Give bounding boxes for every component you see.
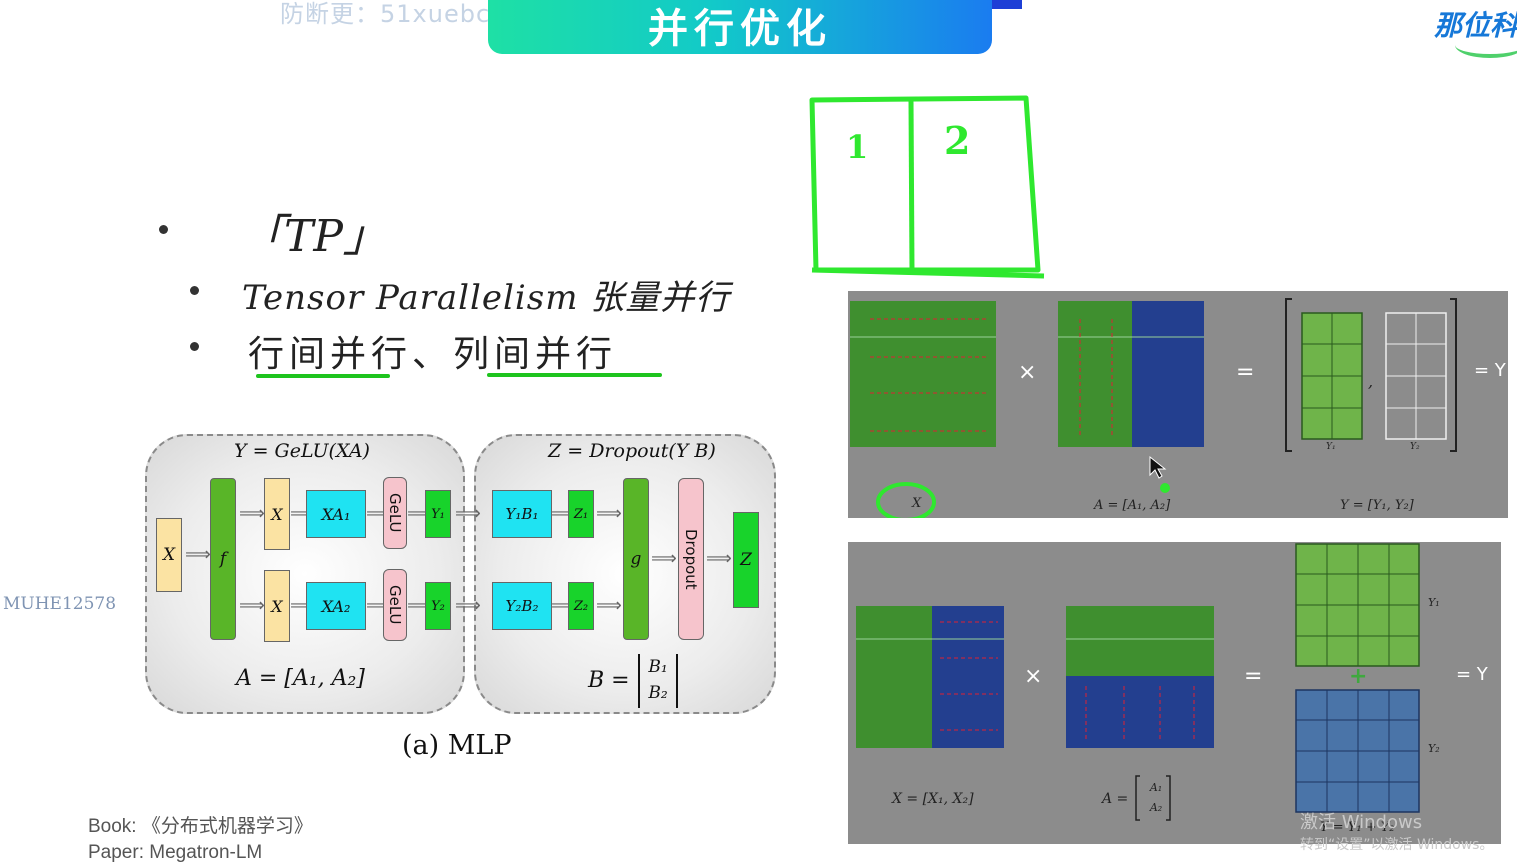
y1-block: Y₁ bbox=[425, 490, 451, 538]
y2-label: Y₂ bbox=[1428, 742, 1440, 755]
comma-text: , bbox=[1368, 372, 1374, 391]
col-parallel-text: 列间并行 bbox=[453, 334, 618, 375]
caption-y-split: Y = [Y₁, Y₂] bbox=[1340, 498, 1414, 513]
arrow-icon: ⟹ bbox=[651, 548, 677, 569]
output-z-block: Z bbox=[733, 512, 759, 608]
hand-sketch bbox=[809, 95, 1045, 279]
caption-y-sum: Y = Y₁ + Y₂ bbox=[1320, 820, 1395, 835]
sketch-label-1: 1 bbox=[846, 128, 869, 166]
arrow-icon: ⟹ bbox=[185, 544, 211, 565]
windows-activation-watermark: 激活 Windows 转到“设置”以激活 Windows。 bbox=[1300, 812, 1493, 856]
a1-entry: A₁ bbox=[1149, 781, 1163, 794]
x-block-top: X bbox=[264, 478, 290, 550]
equals-y-text: = Y bbox=[1474, 360, 1506, 381]
arrow-icon: ⟹ bbox=[596, 503, 622, 524]
arrow-icon: ⟹ bbox=[239, 595, 265, 616]
paper-reference: Paper: Megatron-LM bbox=[88, 842, 263, 863]
z2-block: Z₂ bbox=[568, 582, 594, 630]
equals-icon: = bbox=[1244, 664, 1263, 689]
bullet-tensor-parallelism: Tensor Parallelism 张量并行 bbox=[242, 278, 731, 318]
bullet-dot bbox=[190, 286, 199, 295]
sketch-label-2: 2 bbox=[944, 118, 971, 163]
bullet-dot bbox=[190, 342, 199, 351]
banner-accent bbox=[992, 0, 1022, 9]
times-icon: × bbox=[1024, 664, 1043, 689]
slide-title-banner: 并行优化 bbox=[488, 0, 992, 54]
times-icon: × bbox=[1018, 360, 1037, 385]
caption-a-split: A = [A₁, A₂] bbox=[1094, 498, 1171, 513]
y2b2-block: Y₂B₂ bbox=[492, 582, 552, 630]
arrow-icon: ⟹ bbox=[706, 548, 732, 569]
reference-text: Book: 《分布式机器学习》 Paper: Megatron-LM bbox=[88, 814, 313, 866]
gelu-block-bottom: GeLU bbox=[383, 569, 407, 641]
column-parallel-matrices bbox=[850, 298, 1457, 518]
formula-dropout: Z = Dropout(Y B) bbox=[548, 440, 716, 462]
y1-label: Y₁ bbox=[1326, 442, 1336, 452]
bullet-tp: 「TP」 bbox=[240, 211, 387, 262]
gelu-block-top: GeLU bbox=[383, 477, 407, 549]
windows-watermark-line2: 转到“设置”以激活 Windows。 bbox=[1300, 837, 1494, 853]
bullet-dot bbox=[159, 225, 168, 234]
y1b1-block: Y₁B₁ bbox=[492, 490, 552, 538]
mlp-caption: (a) MLP bbox=[402, 730, 512, 761]
col-parallel-underline bbox=[487, 373, 662, 377]
b2-entry: B₂ bbox=[648, 683, 668, 703]
formula-b-matrix: B₁ B₂ bbox=[638, 654, 678, 708]
arrow-icon: ⟹ bbox=[455, 595, 481, 616]
equals-y-text: = Y bbox=[1456, 664, 1488, 685]
arrow-icon: ⟹ bbox=[239, 503, 265, 524]
formula-a-split: A = [A₁, A₂] bbox=[236, 666, 365, 691]
logo-swoosh bbox=[1455, 32, 1517, 58]
row-parallel-text: 行间并行、 bbox=[248, 334, 454, 375]
xa1-block: XA₁ bbox=[306, 490, 366, 538]
xa2-block: XA₂ bbox=[306, 582, 366, 630]
windows-watermark-line1: 激活 Windows bbox=[1300, 812, 1423, 833]
slide-title: 并行优化 bbox=[648, 6, 832, 52]
x-block-bottom: X bbox=[264, 570, 290, 642]
book-reference: Book: 《分布式机器学习》 bbox=[88, 816, 313, 837]
dropout-block: Dropout bbox=[678, 478, 704, 640]
bullet-row-col-parallel: 行间并行、列间并行 bbox=[248, 325, 617, 377]
g-operator-block: g bbox=[623, 478, 649, 640]
arrow-icon: ⟹ bbox=[455, 503, 481, 524]
y1-label: Y₁ bbox=[1428, 596, 1440, 609]
formula-gelu: Y = GeLU(XA) bbox=[234, 440, 370, 462]
z1-block: Z₁ bbox=[568, 490, 594, 538]
formula-b-label: B = bbox=[588, 668, 630, 693]
caption-a-label: A = bbox=[1102, 791, 1129, 807]
row-parallel-matrices bbox=[856, 543, 1420, 821]
plus-icon: + bbox=[1349, 664, 1368, 689]
caption-x: X bbox=[912, 496, 922, 511]
y2-label: Y₂ bbox=[1410, 442, 1420, 452]
arrow-icon: ⟹ bbox=[596, 595, 622, 616]
y2-block: Y₂ bbox=[425, 582, 451, 630]
equals-icon: = bbox=[1236, 360, 1255, 385]
input-x-block: X bbox=[156, 518, 182, 592]
f-operator-block: f bbox=[210, 478, 236, 640]
a2-entry: A₂ bbox=[1149, 801, 1163, 814]
row-parallel-underline bbox=[256, 374, 390, 378]
caption-x-split: X = [X₁, X₂] bbox=[892, 791, 974, 807]
b1-entry: B₁ bbox=[648, 657, 668, 677]
caption-a-matrix: A₁ A₂ bbox=[1141, 778, 1171, 818]
mlp-left-panel bbox=[145, 434, 465, 714]
side-watermark: MUHE12578 bbox=[3, 594, 117, 614]
